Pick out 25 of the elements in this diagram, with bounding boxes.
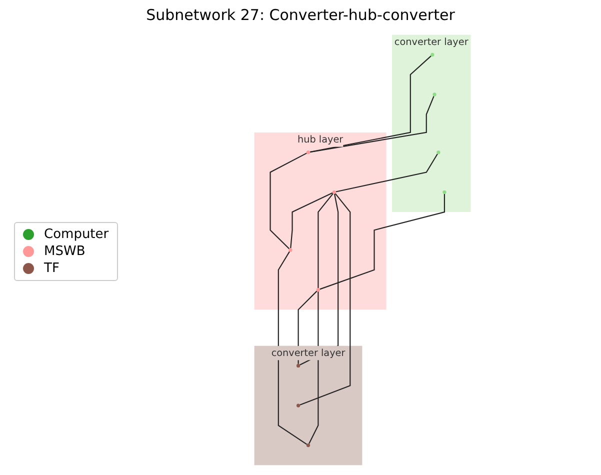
- node-circle: [316, 288, 320, 292]
- node-circle: [296, 364, 300, 368]
- node-circle: [430, 52, 434, 57]
- legend-label: MSWB: [44, 243, 86, 260]
- connector: [320, 194, 445, 290]
- node-circle: [306, 443, 310, 448]
- connector: [310, 56, 432, 153]
- connector: [310, 96, 434, 153]
- node-circle: [432, 92, 436, 96]
- legend-label: TF: [44, 260, 60, 277]
- node-circle: [436, 150, 440, 154]
- node-circle: [296, 404, 300, 408]
- connector: [278, 251, 308, 445]
- legend-label: Computer: [44, 226, 109, 243]
- connector: [336, 154, 438, 192]
- chart-title: Subnetwork 27: Converter-hub-converter: [145, 6, 456, 24]
- connector: [290, 192, 333, 248]
- connector: [270, 152, 307, 250]
- node-circle: [306, 150, 310, 154]
- connector: [318, 193, 334, 288]
- node-circle: [288, 248, 292, 252]
- connector: [300, 193, 351, 406]
- node-circle: [442, 190, 446, 194]
- connector: [308, 292, 319, 444]
- node-circle: [332, 190, 336, 194]
